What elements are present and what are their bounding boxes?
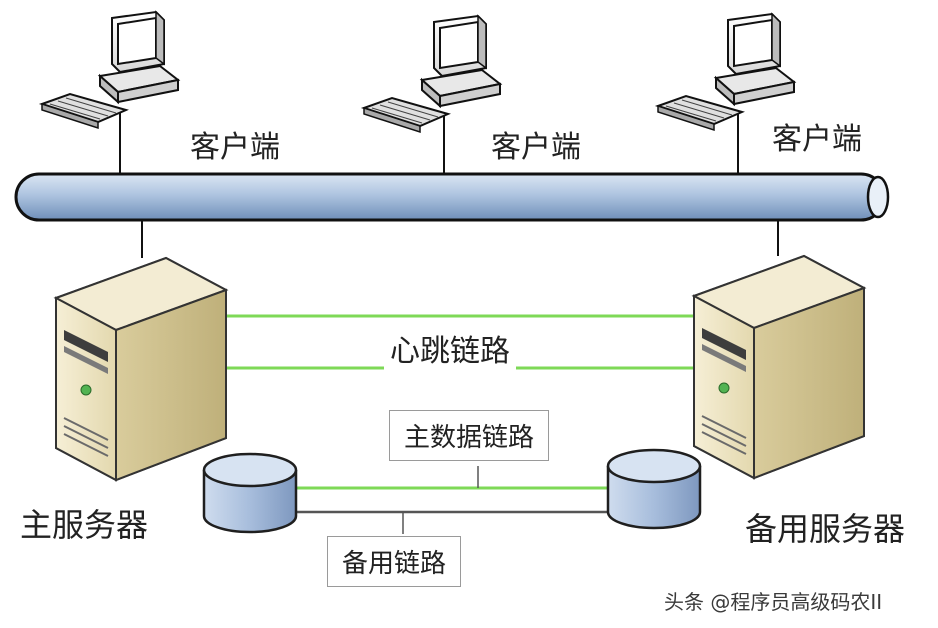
client-computer-icon-2 <box>363 15 501 133</box>
backup-server-label: 备用服务器 <box>745 510 906 548</box>
heartbeat-link-label: 心跳链路 <box>384 326 516 370</box>
primary-disk-icon <box>202 452 298 534</box>
network-bus <box>14 172 890 222</box>
backup-link-label: 备用链路 <box>327 536 462 587</box>
primary-server-icon <box>55 257 227 481</box>
client-computer-icon-3 <box>657 13 795 131</box>
client-label-1: 客户端 <box>190 130 280 165</box>
primary-server-label: 主服务器 <box>20 506 149 544</box>
backup-server-icon <box>693 255 865 479</box>
watermark-text: 头条 @程序员高级码农II <box>664 590 883 614</box>
client-label-2: 客户端 <box>491 130 581 165</box>
client-label-3: 客户端 <box>772 122 862 157</box>
primary-data-link-label: 主数据链路 <box>389 410 550 461</box>
backup-disk-icon <box>606 448 702 530</box>
client-computer-icon-1 <box>41 11 179 129</box>
